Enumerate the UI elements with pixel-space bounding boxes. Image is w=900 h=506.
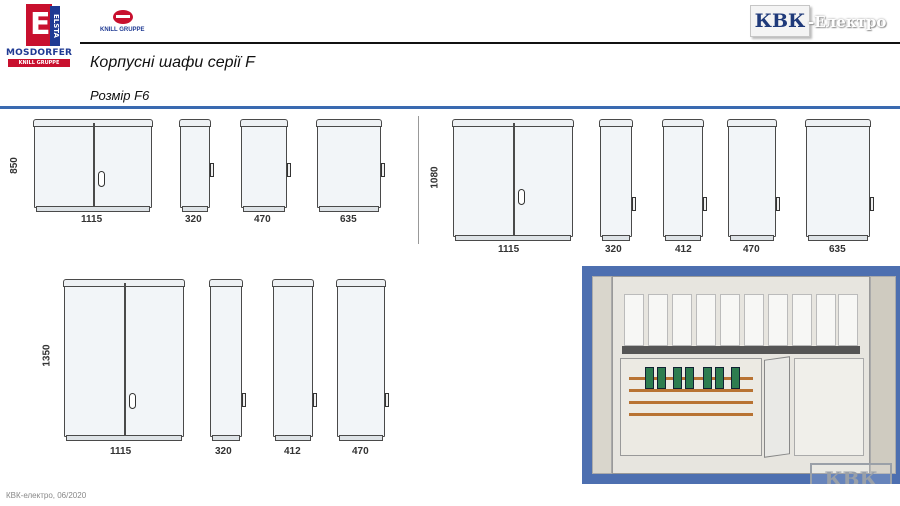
elsta-e-mark: E xyxy=(26,4,52,46)
width-label-1080-470: 470 xyxy=(743,244,760,255)
width-label-1350-320: 320 xyxy=(215,446,232,457)
mosdorfer-text: MOSDORFER xyxy=(6,48,73,58)
width-label-1350-1115: 1115 xyxy=(110,446,132,457)
photo-meter xyxy=(720,294,740,346)
side-handle-icon xyxy=(381,163,385,177)
cabinet-1080-470 xyxy=(727,119,780,241)
cabinet-1350-1115 xyxy=(63,279,185,441)
slide-title: Корпусні шафи серії F xyxy=(90,54,255,71)
knill-gruppe-text: KNILL GRUPPE xyxy=(100,27,145,33)
side-handle-icon xyxy=(210,163,214,177)
photo-fuse-holder xyxy=(715,367,724,389)
width-label-850-1115: 1115 xyxy=(81,214,103,225)
photo-copper-rail xyxy=(629,401,753,404)
width-label-1080-320: 320 xyxy=(605,244,622,255)
photo-copper-rail xyxy=(629,413,753,416)
photo-busbar-panel xyxy=(620,358,762,456)
door-split xyxy=(93,123,95,207)
height-label-1080: 1080 xyxy=(429,166,441,189)
photo-meter xyxy=(696,294,716,346)
width-label-1080-1115: 1115 xyxy=(498,244,520,255)
group-separator xyxy=(418,116,419,244)
header-divider xyxy=(80,42,900,44)
width-label-1080-412: 412 xyxy=(675,244,692,255)
side-handle-icon xyxy=(632,197,636,211)
elsta-vertical-text: ELSTA xyxy=(50,6,60,46)
cabinet-1080-320 xyxy=(599,119,636,241)
height-label-850: 850 xyxy=(8,157,20,174)
cabinet-1080-1115 xyxy=(452,119,574,241)
kbk-rest-text: -Електро xyxy=(808,13,887,31)
photo-meter xyxy=(816,294,836,346)
photo-meter xyxy=(672,294,692,346)
photo-fuse-holder xyxy=(685,367,694,389)
cabinet-850-1115 xyxy=(33,119,153,212)
kbk-box-text: КВК xyxy=(750,5,810,37)
cabinet-1080-635 xyxy=(805,119,874,241)
door-split xyxy=(124,283,126,436)
knill-gruppe-logo: KNILL GRUPPE xyxy=(100,10,148,38)
photo-meter xyxy=(838,294,858,346)
photo-fuse-holder xyxy=(703,367,712,389)
slide-subtitle: Розмір F6 xyxy=(90,88,150,103)
blue-divider xyxy=(0,106,900,109)
photo-fuse-holder xyxy=(673,367,682,389)
side-handle-icon xyxy=(703,197,707,211)
cabinet-850-635 xyxy=(316,119,385,212)
photo-meter xyxy=(768,294,788,346)
door-handle-icon xyxy=(518,189,525,205)
mosdorfer-sub-text: KNILL GRUPPE xyxy=(8,59,70,67)
photo-meter-row xyxy=(622,294,860,352)
cabinet-850-470 xyxy=(240,119,291,212)
width-label-850-320: 320 xyxy=(185,214,202,225)
width-label-850-635: 635 xyxy=(340,214,357,225)
cabinet-photo: КВК xyxy=(582,266,900,484)
kbk-elektro-logo: КВК -Електро xyxy=(750,5,888,39)
door-handle-icon xyxy=(98,171,105,187)
photo-fuse-holder xyxy=(731,367,740,389)
kbk-watermark-stamp: КВК xyxy=(810,463,892,484)
width-label-1350-470: 470 xyxy=(352,446,369,457)
width-label-1350-412: 412 xyxy=(284,446,301,457)
photo-meter xyxy=(792,294,812,346)
photo-left-door xyxy=(592,276,612,474)
photo-meter xyxy=(744,294,764,346)
door-handle-icon xyxy=(129,393,136,409)
photo-meter xyxy=(624,294,644,346)
cabinet-1350-470 xyxy=(336,279,389,441)
photo-terminal-column xyxy=(794,358,864,456)
cabinet-1350-412 xyxy=(272,279,317,441)
photo-breaker-row xyxy=(622,346,860,354)
photo-fuse-holder xyxy=(657,367,666,389)
photo-copper-rail xyxy=(629,389,753,392)
cabinet-1080-412 xyxy=(662,119,707,241)
photo-right-door xyxy=(870,276,896,474)
elsta-mosdorfer-logo: E ELSTA MOSDORFER KNILL GRUPPE xyxy=(6,4,72,68)
cabinet-850-320 xyxy=(179,119,214,212)
side-handle-icon xyxy=(242,393,246,407)
side-handle-icon xyxy=(385,393,389,407)
side-handle-icon xyxy=(287,163,291,177)
side-handle-icon xyxy=(870,197,874,211)
width-label-850-470: 470 xyxy=(254,214,271,225)
side-handle-icon xyxy=(313,393,317,407)
door-split xyxy=(513,123,515,236)
knill-emblem-icon xyxy=(113,10,133,24)
cabinet-1350-320 xyxy=(209,279,246,441)
photo-fuse-holder xyxy=(645,367,654,389)
footer-text: КВК-електро, 06/2020 xyxy=(6,491,87,500)
width-label-1080-635: 635 xyxy=(829,244,846,255)
photo-meter xyxy=(648,294,668,346)
photo-inner-door xyxy=(764,356,790,458)
height-label-1350: 1350 xyxy=(41,344,53,367)
side-handle-icon xyxy=(776,197,780,211)
